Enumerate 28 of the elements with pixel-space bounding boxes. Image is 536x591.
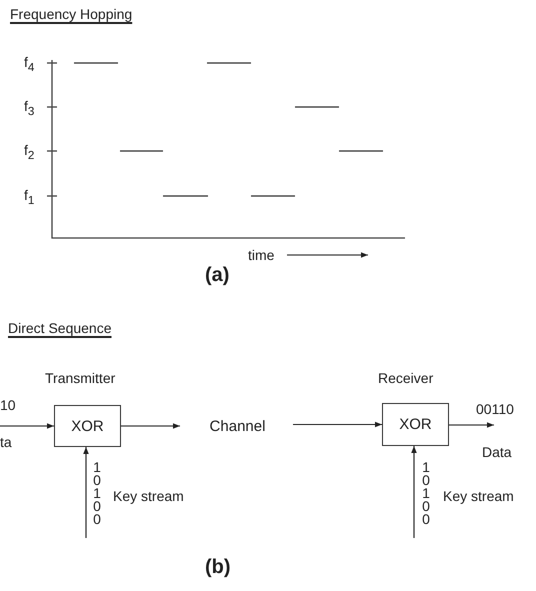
- signal-label: Data: [482, 444, 512, 460]
- arrow: [121, 423, 180, 429]
- block-caption: Transmitter: [45, 370, 116, 386]
- edge-label: 10: [0, 397, 16, 413]
- arrow: [0, 423, 54, 429]
- axis-label: f$_{3}$: [24, 98, 34, 120]
- signal-label: Key stream: [443, 488, 514, 504]
- channel-label: Channel: [200, 416, 275, 436]
- section-heading: Frequency Hopping: [10, 6, 132, 22]
- signal-label: Key stream: [113, 488, 184, 504]
- xor-block: XOR: [382, 403, 449, 446]
- signal-label: ta: [0, 434, 12, 450]
- arrow: [293, 422, 382, 428]
- bit-sequence: 1 0 1 0 0: [92, 461, 102, 526]
- axis-label: f$_{4}$: [24, 54, 34, 76]
- arrow: [83, 447, 89, 538]
- block-caption: Receiver: [378, 370, 434, 386]
- section-heading: Direct Sequence: [8, 320, 112, 336]
- bit-sequence: 1 0 1 0 0: [421, 461, 431, 526]
- xor-block: XOR: [54, 405, 121, 447]
- axis-title: time: [248, 247, 274, 263]
- edge-label: 00110: [476, 401, 514, 417]
- axis-label: f$_{1}$: [24, 187, 34, 209]
- arrow: [449, 422, 494, 428]
- panel-label: (a): [205, 264, 230, 286]
- arrow: [411, 446, 417, 538]
- axis-label: f$_{2}$: [24, 142, 34, 164]
- panel-label: (b): [205, 556, 231, 578]
